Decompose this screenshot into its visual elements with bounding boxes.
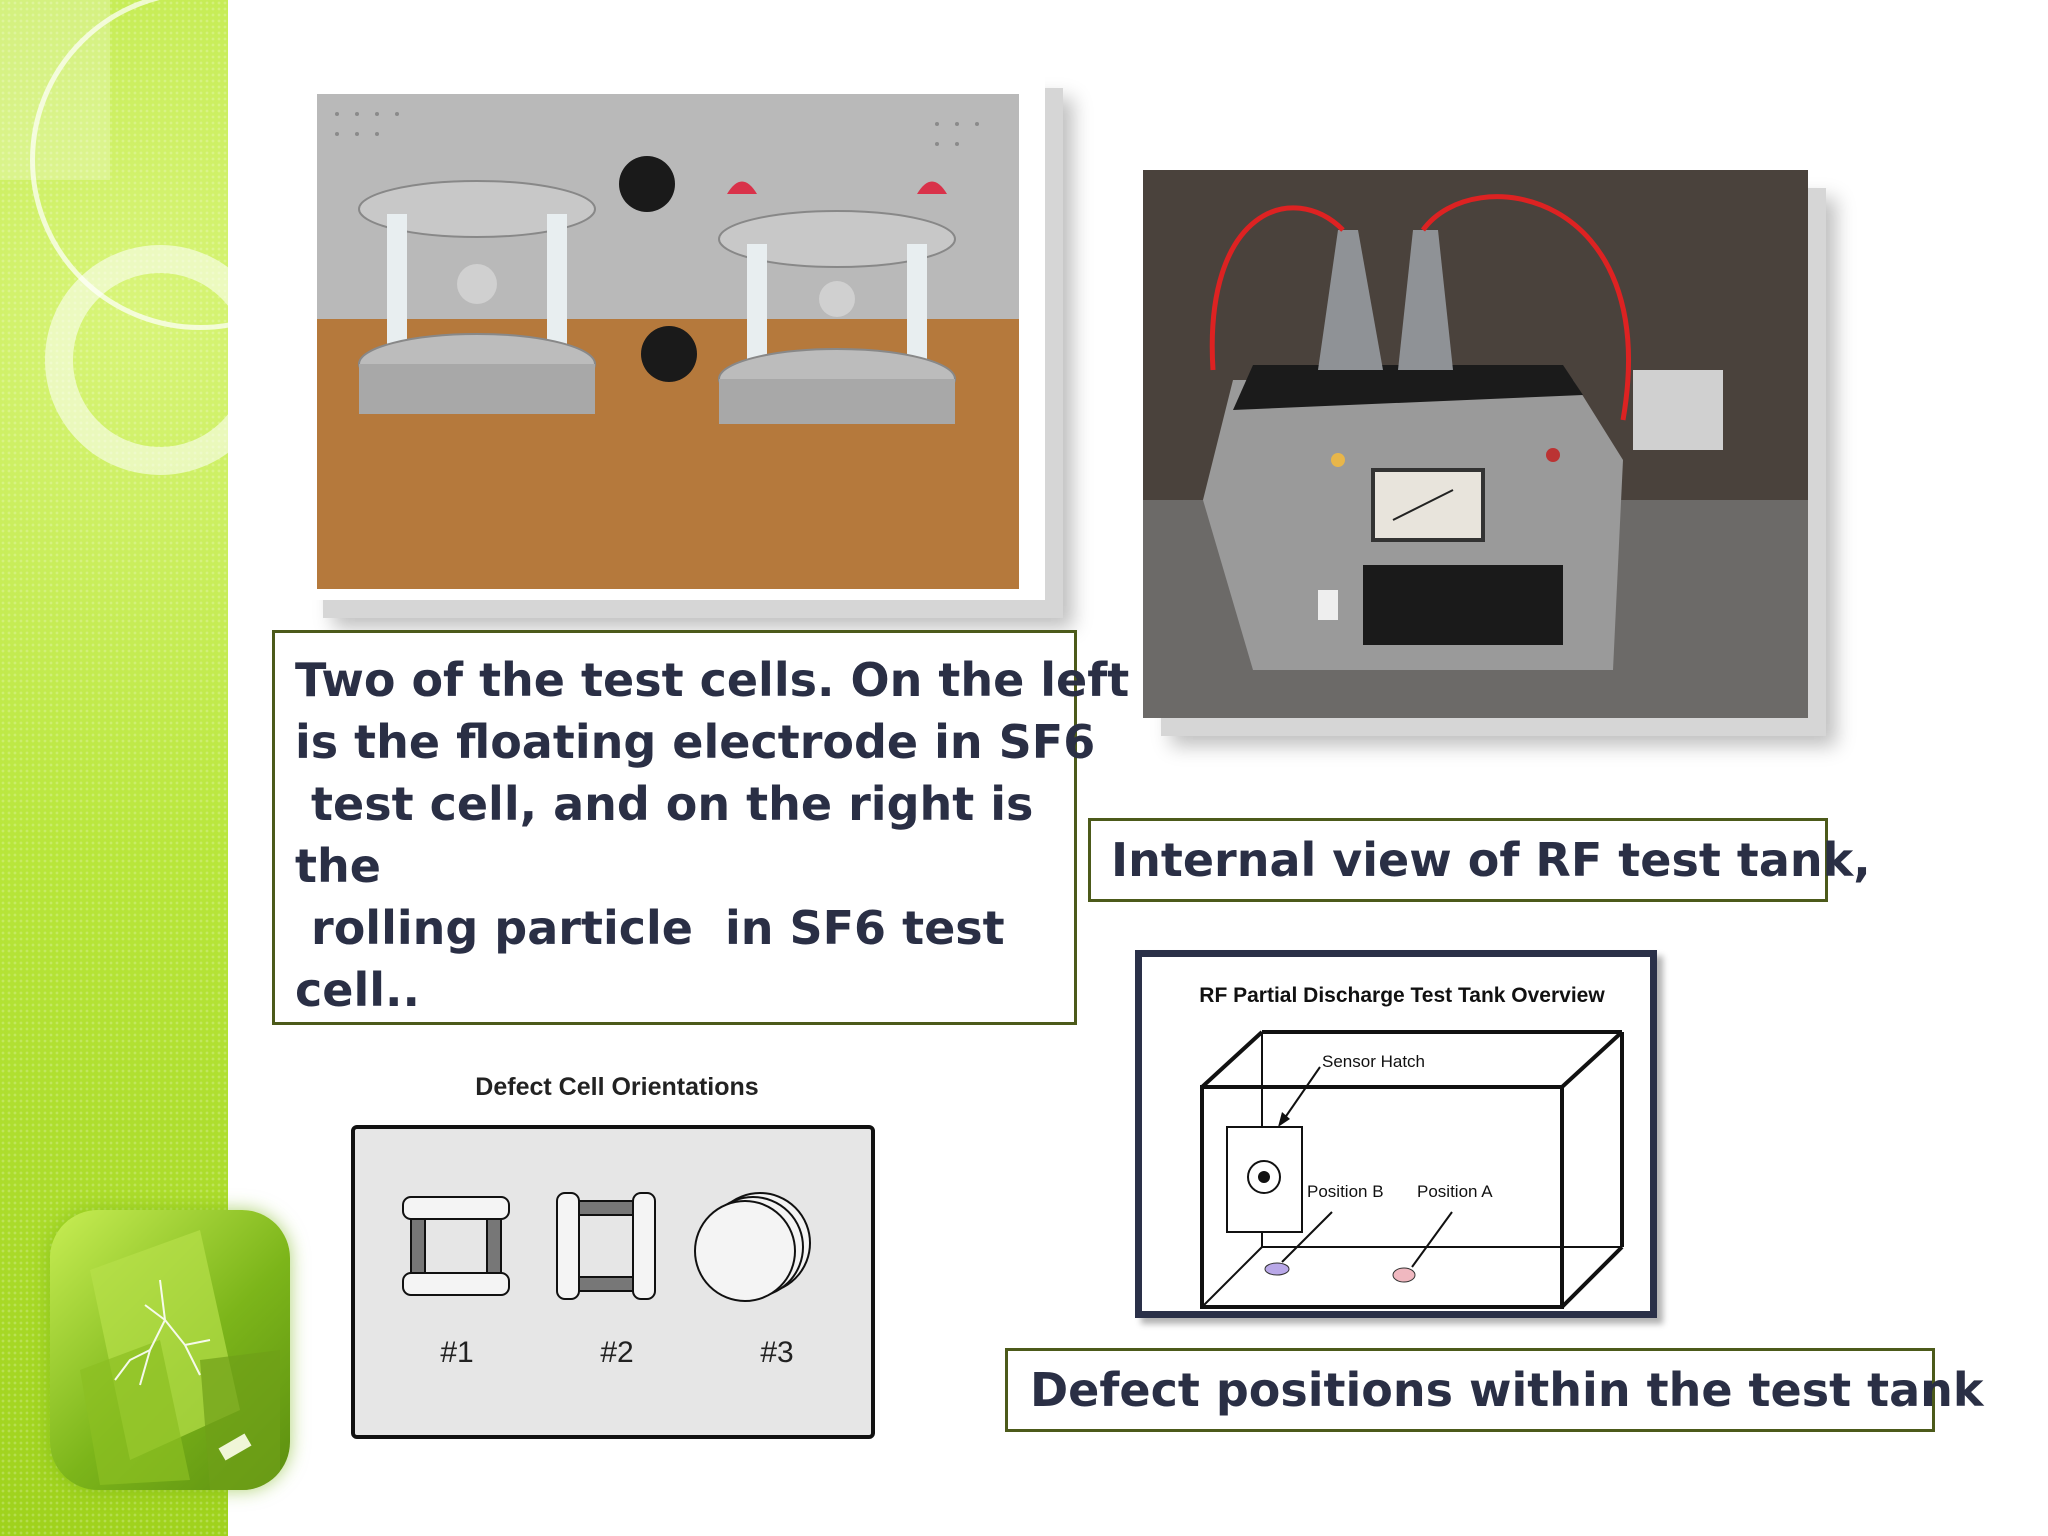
caption-line: is the floating electrode in SF6 <box>295 715 1096 769</box>
orientation-label-3: #3 <box>760 1336 793 1369</box>
tank-overview-diagram: RF Partial Discharge Test Tank Overview … <box>1135 950 1657 1318</box>
tank-diagram-title: RF Partial Discharge Test Tank Overview <box>1199 984 1605 1007</box>
orientation-label-2: #2 <box>600 1336 633 1369</box>
caption-line: cell.. <box>295 963 420 1017</box>
test-cells-caption: Two of the test cells. On the left is th… <box>272 630 1130 1025</box>
caption-line: Two of the test cells. On the left <box>295 653 1130 707</box>
rf-test-tank-photo <box>1143 170 1808 718</box>
caption-line: Defect positions within the test tank <box>1030 1363 1984 1417</box>
position-a-label: Position A <box>1417 1182 1493 1201</box>
orientation-label-1: #1 <box>440 1336 473 1369</box>
sensor-hatch-label: Sensor Hatch <box>1322 1052 1425 1071</box>
caption-line: the <box>295 839 381 893</box>
rf-tank-caption: Internal view of RF test tank, <box>1088 818 1871 902</box>
caption-line: rolling particle in SF6 test <box>295 901 1005 955</box>
caption-line: Internal view of RF test tank, <box>1111 833 1871 887</box>
position-b-label: Position B <box>1307 1182 1384 1201</box>
test-cells-photo <box>305 70 1045 600</box>
decorative-sidebar <box>0 0 370 1536</box>
defect-positions-caption: Defect positions within the test tank <box>1005 1348 1984 1432</box>
decorative-ring-small <box>45 245 275 475</box>
glass-fracture-logo-icon <box>50 1210 290 1490</box>
orientation-diagram-title: Defect Cell Orientations <box>475 1073 758 1101</box>
defect-orientation-diagram: Defect Cell Orientations #1 #2 #3 <box>345 1065 885 1450</box>
caption-line: test cell, and on the right is <box>295 777 1034 831</box>
